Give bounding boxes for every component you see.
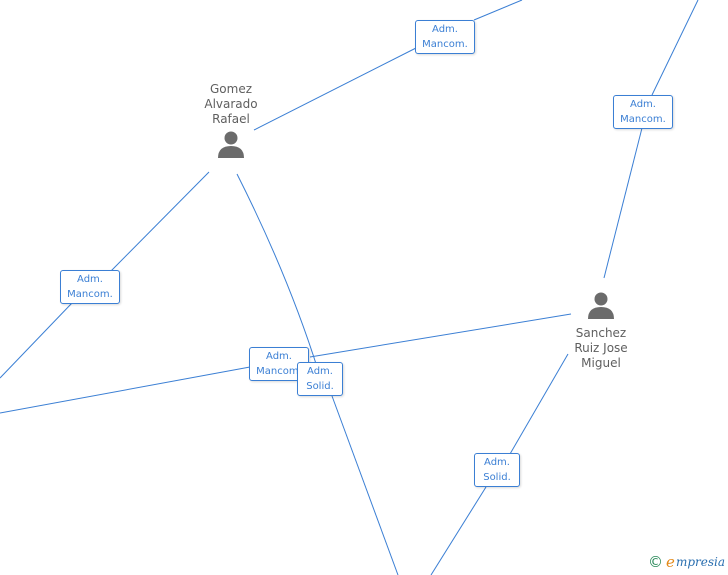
empresia-logo: © e mpresia — [648, 553, 725, 571]
person-node-sanchez[interactable]: Sanchez Ruiz Jose Miguel — [563, 290, 639, 371]
role-line: Solid. — [483, 472, 511, 483]
edge-gomez-left-badge — [110, 171, 210, 272]
edge-sanchez-center-badge — [309, 313, 572, 358]
role-line: Adm. — [266, 351, 292, 362]
brand-first-letter: e — [666, 553, 675, 571]
role-line: Mancom. — [256, 366, 302, 377]
role-line: Mancom. — [422, 39, 468, 50]
copyright-icon: © — [648, 553, 664, 571]
edge-center-badge-offscreen — [0, 366, 251, 414]
brand-name: mpresia — [675, 555, 725, 569]
edge-bottom-badge-offscreen — [430, 486, 487, 575]
role-line: Adm. — [630, 99, 656, 110]
role-line: Adm. — [484, 457, 510, 468]
role-badge-center-solid[interactable]: Adm. Solid. — [297, 362, 343, 396]
role-line: Adm. — [77, 274, 103, 285]
person-name: Sanchez Ruiz Jose Miguel — [574, 326, 628, 370]
edge-gomez-top-badge — [253, 47, 417, 131]
role-badge-bottom-solid[interactable]: Adm. Solid. — [474, 453, 520, 487]
role-badge-left[interactable]: Adm. Mancom. — [60, 270, 120, 304]
edge-gomez-solid-badge — [236, 173, 319, 371]
role-line: Solid. — [306, 381, 334, 392]
person-icon — [218, 131, 244, 158]
person-icon — [588, 292, 614, 319]
role-badge-top[interactable]: Adm. Mancom. — [415, 20, 475, 54]
edge-sanchez-bottom-badge — [509, 353, 569, 455]
edge-right-badge-offscreen — [651, 0, 699, 96]
edge-left-badge-offscreen — [0, 302, 73, 379]
role-badge-right[interactable]: Adm. Mancom. — [613, 95, 673, 129]
edge-right-badge-sanchez — [603, 127, 643, 279]
edge-top-badge-offscreen — [473, 0, 523, 21]
role-line: Mancom. — [620, 114, 666, 125]
person-node-gomez[interactable]: Gomez Alvarado Rafael — [196, 82, 266, 159]
edge-solid-badge-offscreen — [331, 395, 399, 575]
role-line: Adm. — [432, 24, 458, 35]
person-name: Gomez Alvarado Rafael — [204, 82, 258, 126]
role-line: Adm. — [307, 366, 333, 377]
role-line: Mancom. — [67, 289, 113, 300]
